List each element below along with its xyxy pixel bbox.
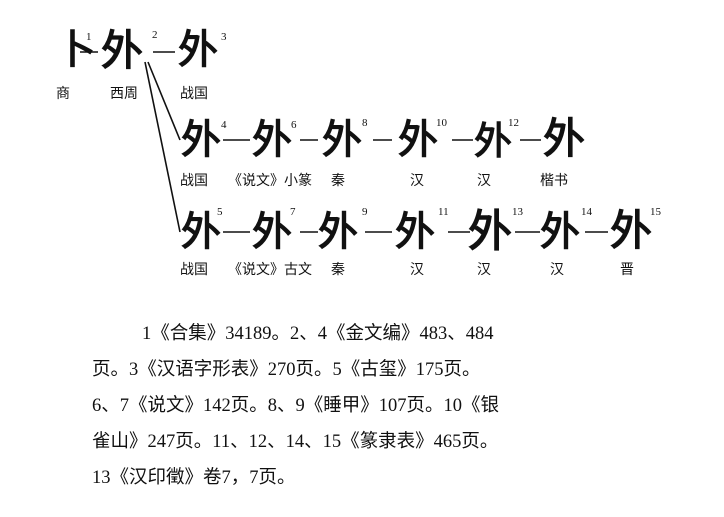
source-notes: 1《合集》34189。2、4《金文编》483、484 页。3《汉语字形表》270…	[92, 316, 652, 496]
glyph-6-number: 6	[291, 119, 297, 131]
glyph-8-period: 秦	[331, 174, 345, 189]
glyph-1-period: 商	[56, 87, 70, 102]
source-line-4: 雀山》247页。11、12、14、15《篆隶表》465页。	[92, 432, 499, 452]
glyph-4-number: 4	[221, 119, 227, 131]
glyph-1-number: 1	[86, 31, 92, 43]
glyph-5: 外	[181, 208, 221, 255]
glyph-15-period: 晋	[620, 263, 634, 278]
glyph-12: 外	[474, 118, 513, 163]
glyph-9: 外	[318, 208, 358, 255]
glyph-10-period: 汉	[410, 174, 424, 189]
glyph-9-period: 秦	[331, 263, 345, 278]
glyph-7: 外	[252, 208, 292, 255]
glyph-13-number: 13	[512, 206, 523, 218]
glyph-3-period: 战国	[180, 87, 208, 102]
glyph-12-period: 汉	[477, 174, 491, 189]
glyph-1: 卜	[56, 26, 96, 73]
glyph-7-period: 《说文》古文	[228, 263, 312, 278]
glyph-14-period: 汉	[550, 263, 564, 278]
glyph-15-number: 15	[650, 206, 661, 218]
glyph-14-number: 14	[581, 206, 592, 218]
glyph-10-number: 10	[436, 117, 447, 129]
glyph-kaishu: 外	[543, 114, 586, 163]
glyph-2-number: 2	[152, 29, 158, 41]
source-line-3: 6、7《说文》142页。8、9《睡甲》107页。10《银	[92, 396, 500, 416]
glyph-13: 外	[468, 206, 512, 257]
glyph-4-period: 战国	[180, 174, 208, 189]
branch-to-row3	[144, 61, 181, 233]
glyph-2-period: 西周	[110, 87, 138, 102]
glyph-5-number: 5	[217, 206, 223, 218]
glyph-11: 外	[395, 208, 435, 255]
glyph-kaishu-period: 楷书	[540, 174, 568, 189]
glyph-14: 外	[540, 208, 580, 255]
glyph-6-period: 《说文》小篆	[228, 174, 312, 189]
source-line-5: 13《汉印徵》卷7，7页。	[92, 468, 296, 488]
glyph-15: 外	[610, 206, 653, 255]
glyph-11-number: 11	[438, 206, 449, 218]
glyph-13-period: 汉	[477, 263, 491, 278]
glyph-6: 外	[252, 116, 292, 163]
source-line-2: 页。3《汉语字形表》270页。5《古玺》175页。	[92, 360, 481, 380]
glyph-2: 外	[101, 26, 144, 75]
glyph-11-period: 汉	[410, 263, 424, 278]
source-line-1: 1《合集》34189。2、4《金文编》483、484	[142, 324, 494, 344]
glyph-5-period: 战国	[180, 263, 208, 278]
glyph-10: 外	[398, 116, 438, 163]
glyph-8-number: 8	[362, 117, 368, 129]
glyph-7-number: 7	[290, 206, 296, 218]
glyph-8: 外	[322, 116, 362, 163]
glyph-3: 外	[178, 26, 218, 73]
branch-to-row2	[147, 61, 181, 141]
glyph-3-number: 3	[221, 31, 227, 43]
glyph-12-number: 12	[508, 117, 519, 129]
glyph-4: 外	[181, 116, 221, 163]
glyph-9-number: 9	[362, 206, 368, 218]
